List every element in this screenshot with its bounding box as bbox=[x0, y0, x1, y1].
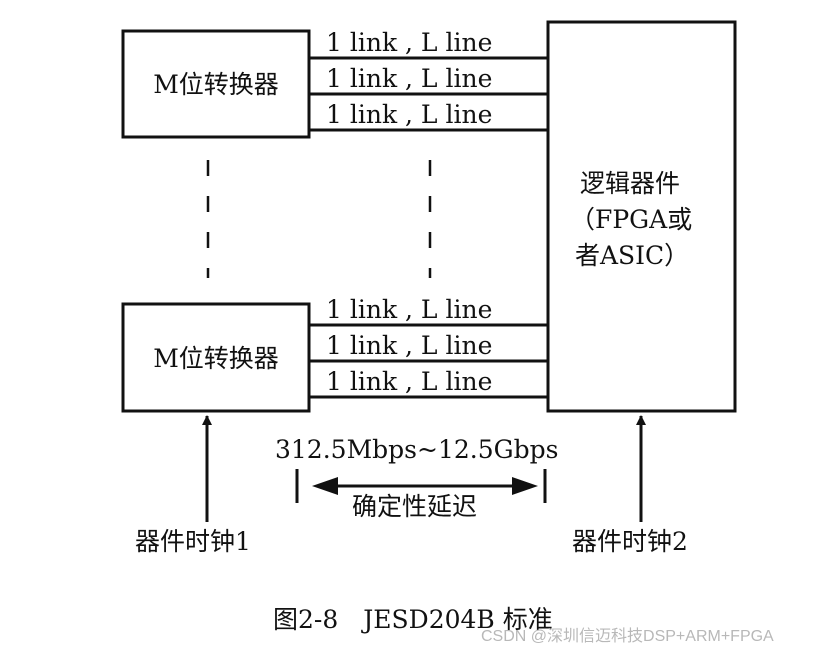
link-label: 1 link , L line bbox=[326, 331, 492, 360]
logic-device-box bbox=[546, 20, 737, 413]
clock2-label: 器件时钟2 bbox=[572, 527, 688, 556]
link-label: 1 link , L line bbox=[326, 367, 492, 396]
clock1-label: 器件时钟1 bbox=[135, 527, 251, 556]
converter-box-bottom bbox=[121, 302, 311, 413]
link-label: 1 link , L line bbox=[326, 100, 492, 129]
latency-arrowhead-left bbox=[312, 477, 338, 495]
figure-caption: 图2-8 JESD204B 标准 bbox=[273, 605, 553, 634]
converter-bottom-label: M位转换器 bbox=[153, 344, 279, 373]
link-label: 1 link , L line bbox=[326, 28, 492, 57]
logic-device-line3: 者ASIC） bbox=[575, 241, 689, 270]
logic-device-line2: （FPGA或 bbox=[570, 205, 692, 234]
rate-label: 312.5Mbps~12.5Gbps bbox=[275, 435, 558, 464]
watermark: CSDN @深圳信迈科技DSP+ARM+FPGA bbox=[481, 627, 774, 645]
latency-label: 确定性延迟 bbox=[352, 492, 477, 521]
latency-arrowhead-right bbox=[512, 477, 538, 495]
link-label: 1 link , L line bbox=[326, 295, 492, 324]
link-label: 1 link , L line bbox=[326, 64, 492, 93]
logic-device-line1: 逻辑器件 bbox=[580, 169, 680, 198]
converter-box-top bbox=[121, 29, 311, 139]
converter-top-label: M位转换器 bbox=[153, 70, 279, 99]
